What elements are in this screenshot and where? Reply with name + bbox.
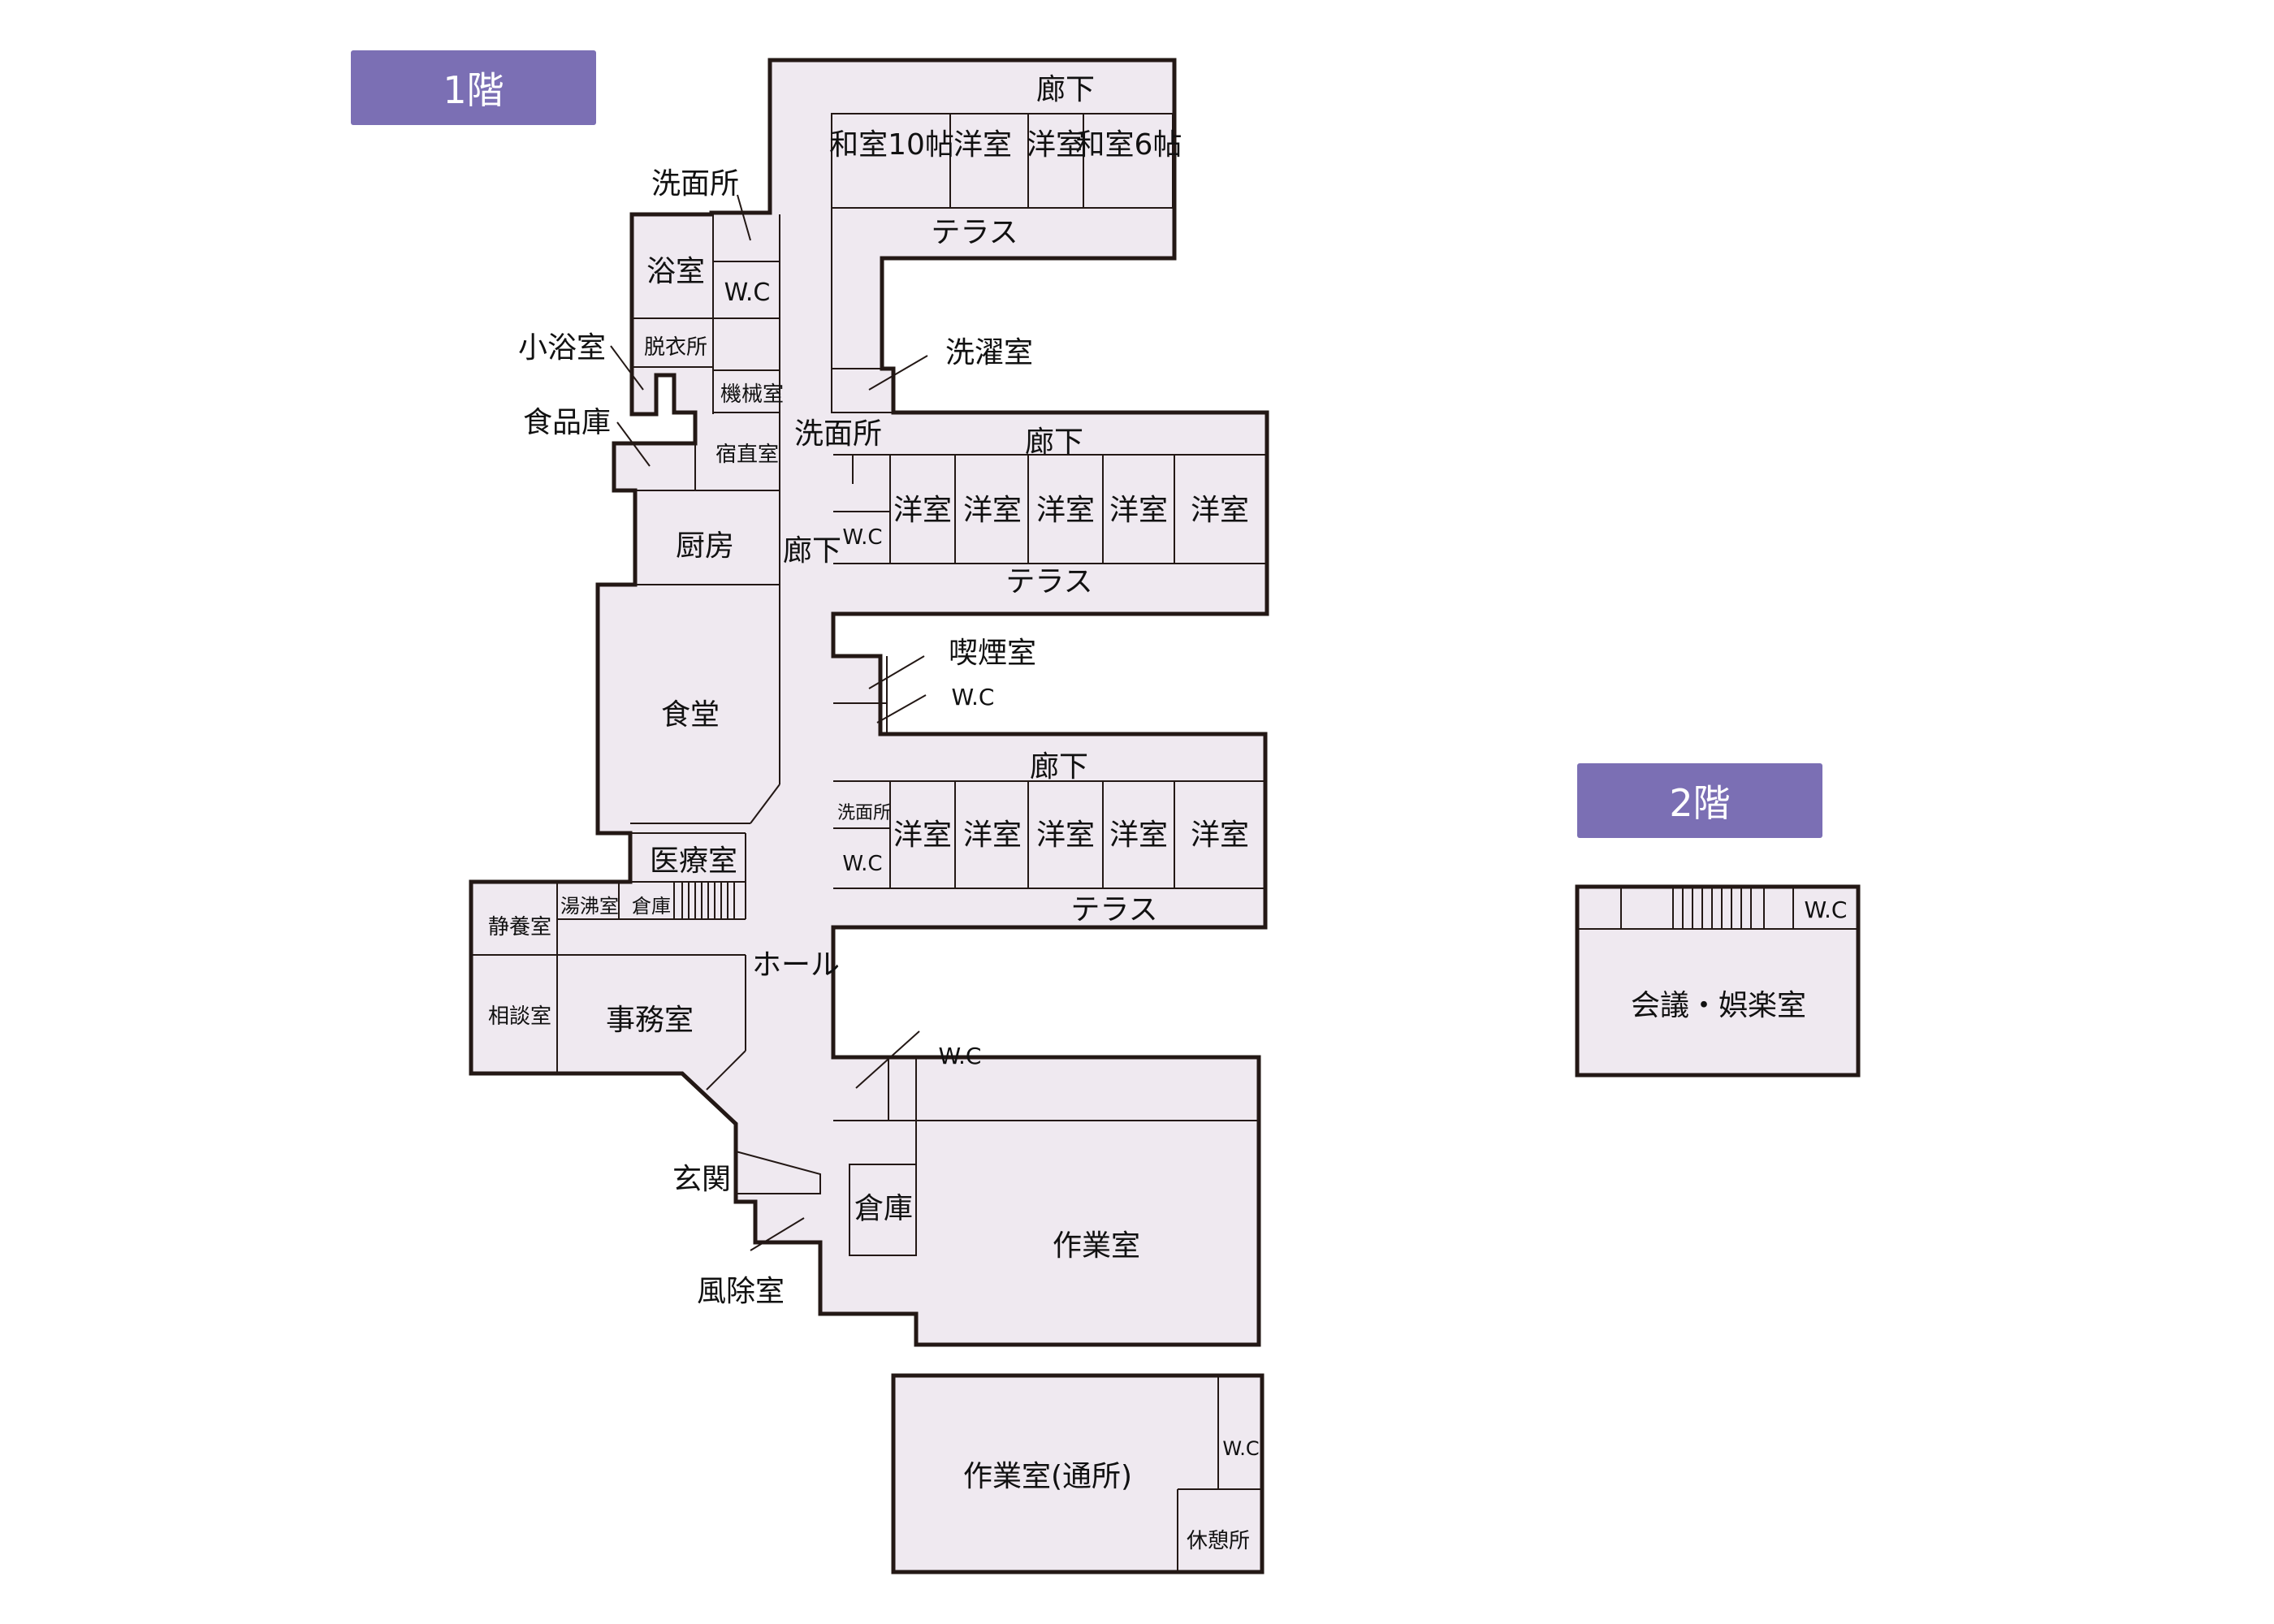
room-label-entrance: 玄関: [672, 1163, 731, 1196]
room-label-corridor-vertical: 廊下: [783, 534, 841, 568]
room-label-japanese-6: 和室6帖: [1076, 128, 1182, 162]
room-label-consult: 相談室: [488, 1004, 551, 1029]
room-label-western-b4: 洋室: [1109, 818, 1168, 852]
room-label-storage-small: 倉庫: [632, 895, 671, 918]
room-label-western-top-1: 洋室: [953, 128, 1012, 162]
room-label-washroom-3: 洗面所: [837, 803, 891, 823]
floor-1-badge: 1階: [351, 50, 596, 125]
floor-2-outline: [1575, 884, 1861, 1078]
room-label-pantry: 食品庫: [523, 406, 611, 439]
room-label-workshop: 作業室: [1053, 1229, 1140, 1263]
room-label-wc-6: W.C: [1222, 1437, 1259, 1460]
room-label-japanese-10: 和室10帖: [829, 128, 954, 162]
room-label-western-a4: 洋室: [1109, 494, 1168, 527]
day-workshop-outline: [891, 1373, 1265, 1574]
room-label-terrace-2: テラス: [1005, 565, 1092, 598]
room-label-lounge: 休憩所: [1187, 1529, 1250, 1553]
room-label-dressing: 脱衣所: [644, 335, 707, 360]
room-label-corridor-2: 廊下: [1025, 425, 1083, 459]
room-label-wc-floor2: W.C: [1805, 896, 1848, 923]
room-label-small-bath: 小浴室: [518, 331, 606, 365]
floor-2-badge: 2階: [1577, 763, 1822, 838]
room-label-wc-4: W.C: [842, 852, 882, 876]
room-label-dining: 食堂: [661, 698, 720, 732]
room-label-office: 事務室: [606, 1004, 694, 1037]
room-label-wc-3: W.C: [952, 684, 995, 710]
room-label-windbreak: 風除室: [697, 1275, 785, 1308]
room-label-storage-large: 倉庫: [854, 1192, 913, 1225]
room-label-smoking: 喫煙室: [949, 637, 1036, 670]
room-label-bath: 浴室: [646, 255, 705, 288]
room-label-western-a5: 洋室: [1191, 494, 1249, 527]
room-label-western-a2: 洋室: [963, 494, 1022, 527]
room-label-wc-1: W.C: [724, 279, 771, 307]
room-label-machine: 機械室: [720, 382, 784, 407]
room-label-wc-5: W.C: [939, 1043, 982, 1069]
room-label-laundry: 洗濯室: [945, 336, 1033, 369]
room-label-rest-room: 静養室: [488, 915, 551, 939]
room-label-terrace-3: テラス: [1070, 893, 1157, 926]
room-label-western-b5: 洋室: [1191, 818, 1249, 852]
room-label-western-b3: 洋室: [1036, 818, 1095, 852]
room-label-hall: ホール: [752, 948, 840, 982]
room-label-wc-2: W.C: [842, 525, 882, 550]
room-label-washroom-2: 洗面所: [794, 417, 882, 451]
room-label-kitchen: 厨房: [676, 529, 734, 563]
room-label-western-top-2: 洋室: [1027, 128, 1085, 162]
room-label-corridor-3: 廊下: [1030, 750, 1088, 784]
room-label-western-b1: 洋室: [893, 818, 952, 852]
room-label-corridor-top: 廊下: [1036, 73, 1095, 106]
room-label-western-a3: 洋室: [1036, 494, 1095, 527]
room-label-terrace-top: テラス: [931, 216, 1018, 249]
room-label-hot-water: 湯沸室: [560, 895, 619, 918]
room-label-washroom-1: 洗面所: [651, 167, 739, 201]
room-label-night-duty: 宿直室: [715, 443, 779, 467]
room-label-workshop-day: 作業室(通所): [963, 1460, 1132, 1493]
room-label-western-b2: 洋室: [963, 818, 1022, 852]
room-label-meeting: 会議・娯楽室: [1631, 989, 1806, 1022]
room-label-western-a1: 洋室: [893, 494, 952, 527]
room-label-medical: 医療室: [650, 844, 737, 878]
